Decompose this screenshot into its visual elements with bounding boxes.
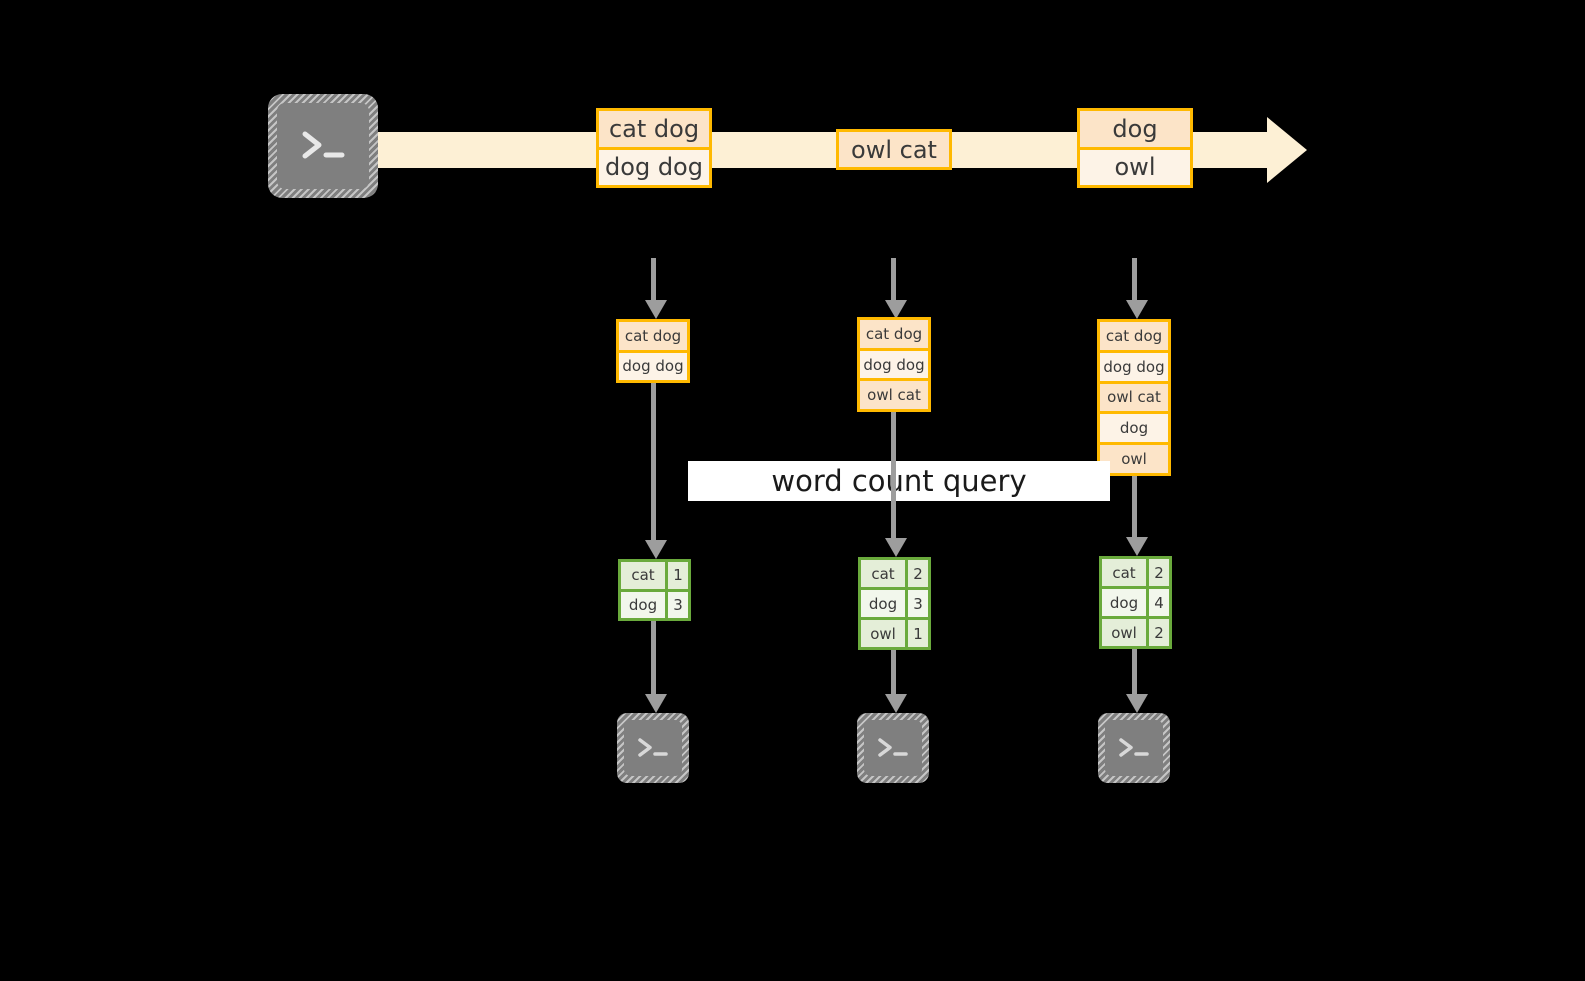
sink-terminal-body [1105, 720, 1163, 776]
table-row: owl 2 [1102, 619, 1169, 646]
snapshot-to-result-arrowhead-3 [1126, 537, 1148, 556]
snapshot-line: owl [1100, 445, 1168, 473]
result-word: cat [1102, 559, 1149, 586]
result-to-sink-arrowhead-2 [885, 694, 907, 713]
result-count: 2 [1149, 619, 1169, 646]
snapshot-line: cat dog [619, 322, 687, 353]
table-row: dog 3 [621, 591, 688, 618]
event-line: owl cat [839, 132, 949, 167]
stream-to-snapshot-connector-1 [651, 258, 656, 306]
stream-to-snapshot-arrowhead-1 [645, 300, 667, 319]
snapshot-to-result-connector-2 [891, 412, 896, 543]
sink-terminal-body [624, 720, 682, 776]
event-line: dog dog [599, 149, 709, 185]
result-word: dog [861, 590, 908, 617]
terminal-prompt-icon [1105, 720, 1163, 776]
snapshot-line: cat dog [860, 320, 928, 351]
stream-event-1[interactable]: cat dog dog dog [596, 108, 712, 188]
result-count: 1 [668, 562, 688, 589]
result-count: 3 [668, 591, 688, 618]
result-table-3[interactable]: cat 2 dog 4 owl 2 [1099, 556, 1172, 649]
result-to-sink-arrowhead-1 [645, 694, 667, 713]
stream-arrowhead [1267, 117, 1307, 183]
table-row: cat 2 [1102, 559, 1169, 589]
snapshot-to-result-arrowhead-2 [885, 538, 907, 557]
result-to-sink-connector-3 [1132, 649, 1137, 699]
result-word: owl [1102, 619, 1149, 646]
result-word: cat [621, 562, 668, 589]
source-terminal-icon[interactable] [268, 94, 378, 198]
result-to-sink-arrowhead-3 [1126, 694, 1148, 713]
snapshot-to-result-connector-3 [1132, 476, 1137, 543]
result-count: 2 [1149, 559, 1169, 586]
result-word: cat [861, 560, 908, 587]
event-line: dog [1080, 111, 1190, 150]
terminal-prompt-icon [624, 720, 682, 776]
snapshot-line: dog dog [1100, 352, 1168, 384]
sink-terminal-icon-3[interactable] [1098, 713, 1170, 783]
sink-terminal-icon-2[interactable] [857, 713, 929, 783]
result-count: 1 [908, 620, 928, 647]
snapshot-line: owl cat [1100, 383, 1168, 415]
result-table-1[interactable]: cat 1 dog 3 [618, 559, 691, 621]
query-label: word count query [771, 464, 1027, 498]
event-line: owl [1080, 149, 1190, 185]
stream-to-snapshot-arrowhead-3 [1126, 300, 1148, 319]
snapshot-line: dog dog [860, 350, 928, 382]
snapshot-line: dog dog [619, 352, 687, 380]
result-count: 2 [908, 560, 928, 587]
table-row: cat 1 [621, 562, 688, 592]
table-row: owl 1 [861, 620, 928, 647]
terminal-prompt-icon [277, 103, 369, 189]
snapshot-input-2[interactable]: cat dog dog dog owl cat [857, 317, 931, 412]
query-band: word count query [688, 461, 1110, 501]
snapshot-line: dog [1100, 414, 1168, 446]
table-row: dog 4 [1102, 589, 1169, 619]
snapshot-line: owl cat [860, 381, 928, 410]
sink-terminal-body [864, 720, 922, 776]
stream-to-snapshot-connector-2 [891, 258, 896, 306]
terminal-prompt-icon [864, 720, 922, 776]
stream-event-2[interactable]: owl cat [836, 129, 952, 170]
snapshot-input-1[interactable]: cat dog dog dog [616, 319, 690, 383]
sink-terminal-icon-1[interactable] [617, 713, 689, 783]
result-word: dog [621, 591, 668, 618]
stream-event-3[interactable]: dog owl [1077, 108, 1193, 188]
result-to-sink-connector-2 [891, 650, 896, 699]
snapshot-to-result-arrowhead-1 [645, 540, 667, 559]
result-word: dog [1102, 589, 1149, 616]
snapshot-input-3[interactable]: cat dog dog dog owl cat dog owl [1097, 319, 1171, 476]
result-word: owl [861, 620, 908, 647]
stream-to-snapshot-connector-3 [1132, 258, 1137, 306]
source-terminal-body [277, 103, 369, 189]
table-row: cat 2 [861, 560, 928, 590]
snapshot-to-result-connector-1 [651, 383, 656, 543]
stream-to-snapshot-arrowhead-2 [885, 300, 907, 319]
result-to-sink-connector-1 [651, 621, 656, 699]
table-row: dog 3 [861, 590, 928, 620]
result-count: 4 [1149, 589, 1169, 616]
result-count: 3 [908, 590, 928, 617]
snapshot-line: cat dog [1100, 322, 1168, 353]
event-line: cat dog [599, 111, 709, 150]
result-table-2[interactable]: cat 2 dog 3 owl 1 [858, 557, 931, 650]
